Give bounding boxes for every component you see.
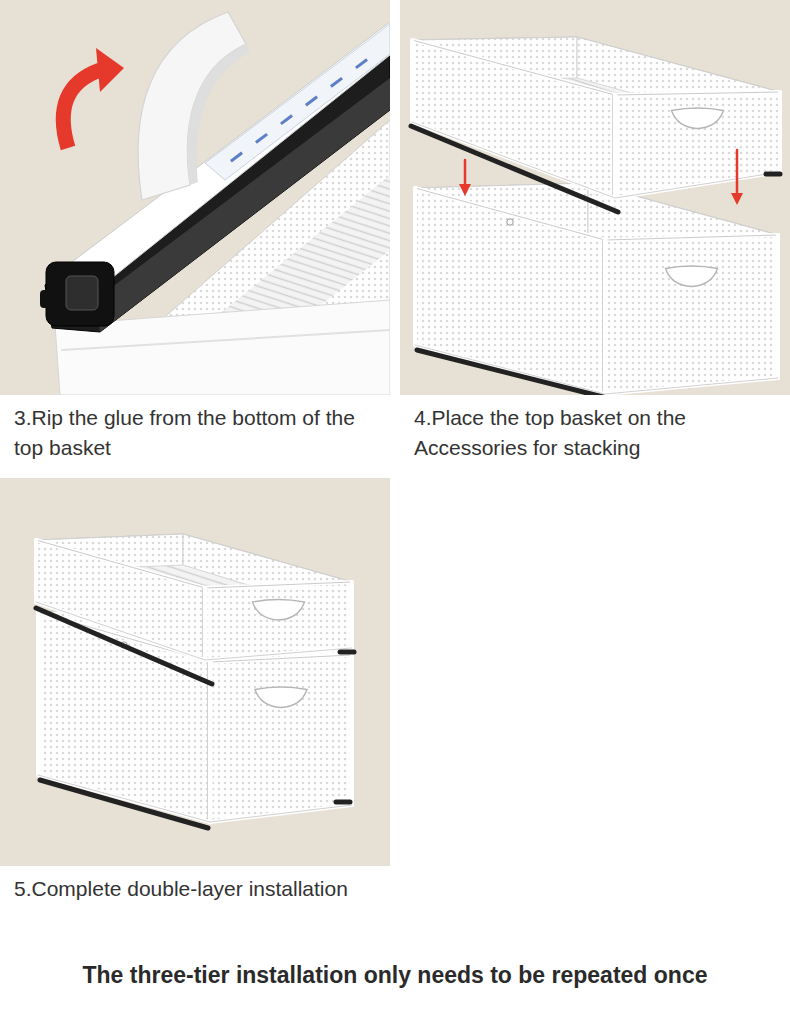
print-mark xyxy=(305,96,318,107)
print-mark xyxy=(230,152,243,163)
bottom-rim xyxy=(38,775,352,822)
corner-post xyxy=(410,40,414,122)
rail-profile xyxy=(46,262,114,326)
rail-lip xyxy=(40,290,52,308)
red-arrow-head xyxy=(731,193,743,205)
corner-edge xyxy=(602,240,603,394)
panel-illustration xyxy=(0,478,390,866)
corner-post xyxy=(350,582,354,648)
stacking-rail xyxy=(411,126,618,212)
rail-slot xyxy=(66,276,98,310)
handle-cutout xyxy=(672,108,724,129)
corner-post xyxy=(34,540,38,602)
panel-illustration xyxy=(0,0,390,395)
rim-edge xyxy=(412,40,780,95)
bottom-rim xyxy=(415,345,778,394)
step-caption: 4.Place the top basket on the Accessorie… xyxy=(414,403,786,463)
panel-background xyxy=(0,478,390,866)
front-face xyxy=(615,92,780,198)
front-face xyxy=(210,655,352,822)
panel-illustration xyxy=(400,0,790,395)
red-arrow-head xyxy=(96,48,124,92)
top-basket xyxy=(412,37,780,198)
red-arrow-shaft xyxy=(736,150,739,195)
print-mark xyxy=(330,77,343,88)
bottom-edge xyxy=(412,122,780,198)
corner-edge xyxy=(202,588,203,660)
corner-edge xyxy=(612,95,613,198)
side-face xyxy=(415,188,605,394)
handle-cutout xyxy=(255,687,307,708)
corner-post xyxy=(350,655,354,805)
peeled-shadow xyxy=(187,44,250,185)
step-panel: 5.Complete double-layer installation xyxy=(0,478,390,910)
rim-edge xyxy=(415,188,778,240)
rim xyxy=(36,540,352,588)
rim-edge xyxy=(36,540,352,588)
corner-post xyxy=(776,235,780,378)
print-mark xyxy=(280,114,293,125)
adhesive-strip xyxy=(72,22,390,294)
bottom-rim xyxy=(412,122,780,198)
step-panel: 3.Rip the glue from the bottom of the to… xyxy=(0,0,390,469)
rail-side xyxy=(95,78,390,332)
handle-cutout xyxy=(666,266,718,287)
rim-shadow xyxy=(62,330,390,350)
side-face xyxy=(412,40,615,198)
print-mark xyxy=(255,133,268,144)
footer-caption: The three-tier installation only needs t… xyxy=(10,960,780,990)
rail-end xyxy=(766,172,780,177)
print-mark xyxy=(355,58,368,69)
corner-post xyxy=(203,588,208,660)
stacking-rail xyxy=(36,608,212,684)
lock-hole xyxy=(507,219,513,225)
red-arrow-head xyxy=(459,184,471,196)
bottom-edge xyxy=(415,345,778,394)
top-basket xyxy=(36,534,352,660)
corner-post xyxy=(613,95,618,198)
rim xyxy=(415,188,778,240)
bottom-edge xyxy=(38,775,352,822)
stacking-rail xyxy=(417,350,603,395)
rail-end xyxy=(340,650,354,655)
rim xyxy=(412,40,780,95)
front-face xyxy=(605,235,778,394)
red-arrow-shaft xyxy=(63,70,100,148)
panel-background xyxy=(0,0,390,395)
handle-cutout xyxy=(253,600,305,621)
red-arrow-shaft xyxy=(464,160,467,186)
corner-post xyxy=(36,612,40,775)
corner-post xyxy=(603,240,608,394)
rail-end xyxy=(336,800,350,805)
stacking-rail xyxy=(40,780,208,828)
corner-edge xyxy=(207,662,208,822)
step-panel: 4.Place the top basket on the Accessorie… xyxy=(400,0,790,469)
panel-background xyxy=(400,0,790,395)
corner-post xyxy=(413,188,417,345)
step-caption: 3.Rip the glue from the bottom of the to… xyxy=(14,403,386,463)
step-caption: 5.Complete double-layer installation xyxy=(14,874,386,904)
corner-post xyxy=(778,92,782,172)
